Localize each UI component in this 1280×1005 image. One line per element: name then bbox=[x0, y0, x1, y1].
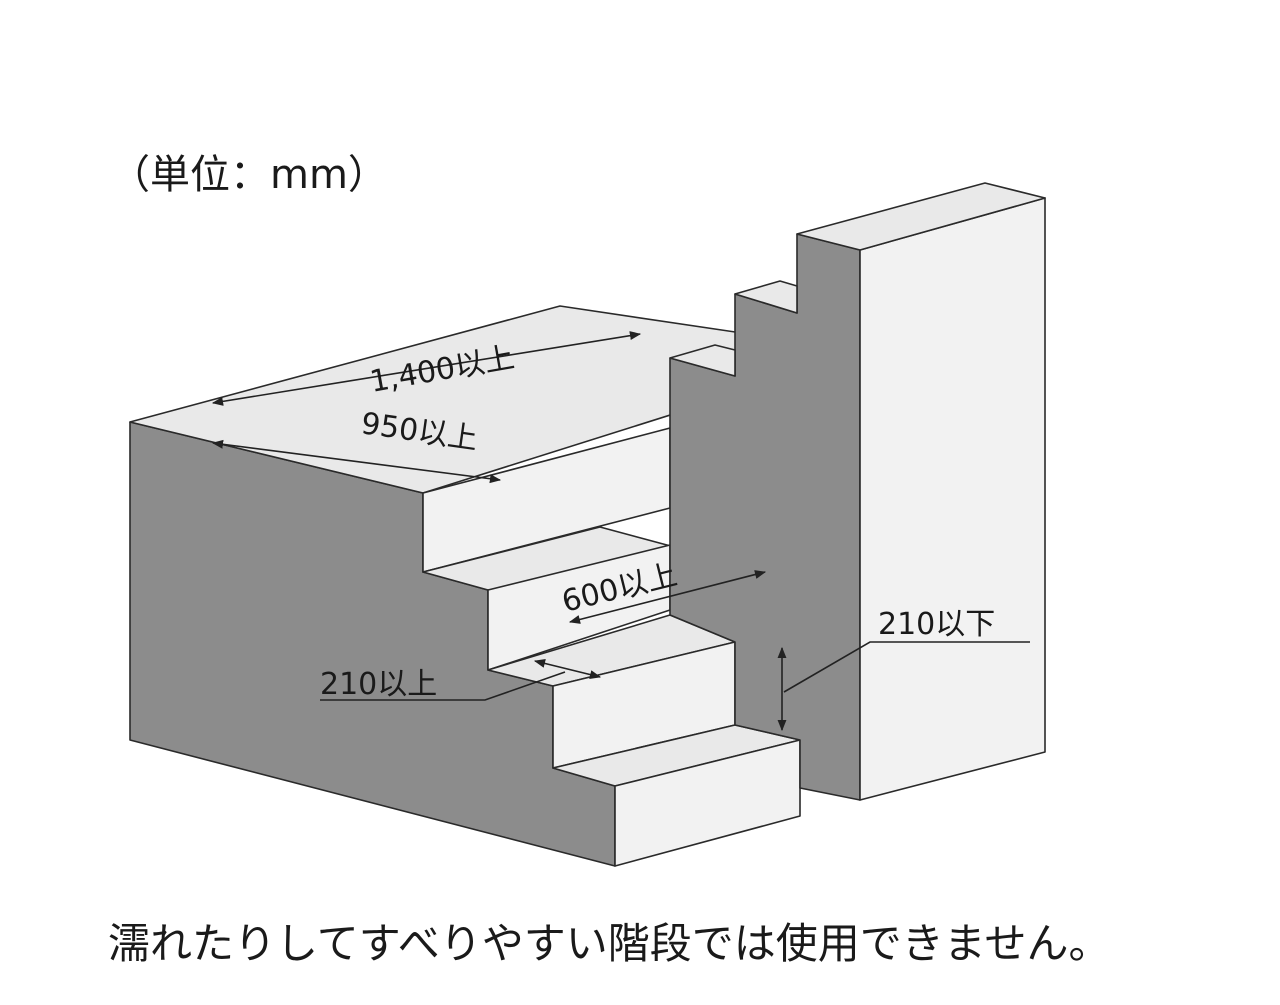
leader-riser-height bbox=[783, 641, 1030, 693]
wall-right-face bbox=[859, 197, 1046, 801]
dim-line-tread-depth bbox=[533, 659, 602, 679]
step-riser-4 bbox=[614, 739, 801, 867]
wall-top-face-lower bbox=[669, 344, 736, 377]
leader-tread-depth bbox=[320, 671, 566, 701]
warning-caption: 濡れたりしてすべりやすい階段では使用できません。 bbox=[108, 919, 1111, 968]
dim-line-stair-width bbox=[568, 570, 767, 624]
label-riser-height: 210以下 bbox=[878, 607, 995, 642]
wall-top-face-upper bbox=[796, 182, 1046, 251]
wall-top-face-middle bbox=[734, 280, 798, 314]
dim-line-overall-width bbox=[211, 331, 642, 406]
label-tread-depth: 210以上 bbox=[320, 667, 437, 702]
dim-line-landing-depth bbox=[211, 439, 502, 484]
unit-label: （単位：mm） bbox=[110, 152, 388, 198]
